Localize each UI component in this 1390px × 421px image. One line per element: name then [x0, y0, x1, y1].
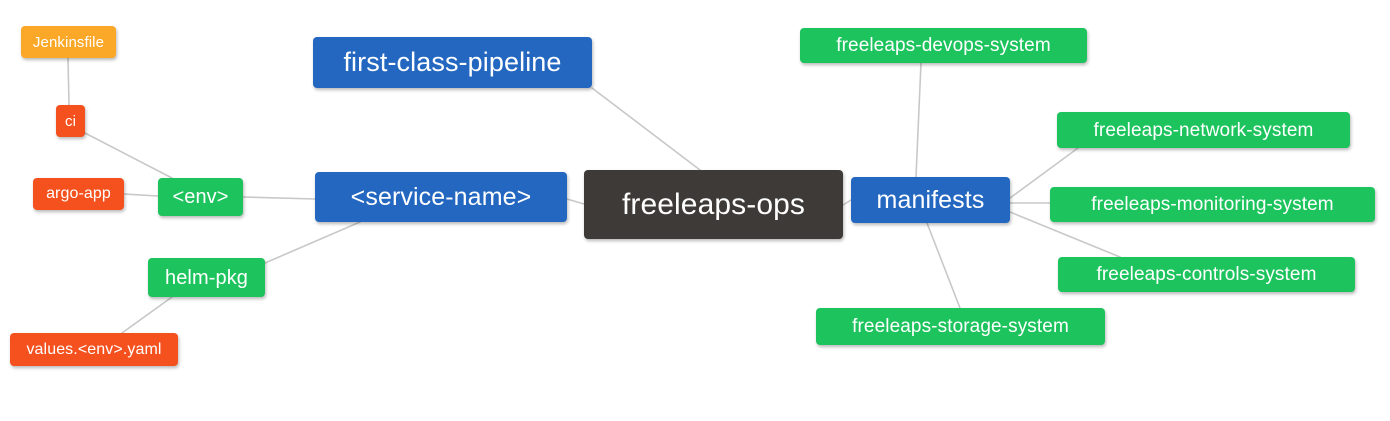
node-label-freeleaps-ops: freeleaps-ops [621, 187, 806, 221]
edge-jenkinsfile-to-ci [67, 57, 70, 106]
node-helm-pkg[interactable]: helm-pkg [148, 258, 265, 297]
node-label-freeleaps-monitoring-system: freeleaps-monitoring-system [1091, 194, 1334, 215]
node-service-name[interactable]: <service-name> [315, 172, 567, 222]
edge-manifests-to-freeleaps-storage-system [926, 222, 961, 309]
node-freeleaps-controls-system[interactable]: freeleaps-controls-system [1058, 257, 1355, 292]
node-label-values-env-yaml: values.<env>.yaml [26, 340, 162, 358]
edge-freeleaps-ops-to-manifests [842, 199, 852, 206]
node-label-freeleaps-network-system: freeleaps-network-system [1093, 119, 1314, 141]
node-argo-app[interactable]: argo-app [33, 178, 124, 210]
node-label-argo-app: argo-app [46, 185, 111, 202]
node-freeleaps-devops-system[interactable]: freeleaps-devops-system [800, 28, 1087, 63]
node-label-service-name: <service-name> [350, 182, 532, 211]
node-label-first-class-pipeline: first-class-pipeline [343, 47, 562, 77]
edge-argo-app-to-env [123, 193, 159, 197]
node-label-jenkinsfile: Jenkinsfile [32, 33, 105, 51]
edge-helm-pkg-to-values-env-yaml [121, 296, 173, 334]
node-label-manifests: manifests [876, 185, 985, 214]
edge-manifests-to-freeleaps-devops-system [915, 62, 922, 178]
node-values-env-yaml[interactable]: values.<env>.yaml [10, 333, 178, 366]
edge-env-to-service-name [242, 196, 316, 200]
node-freeleaps-storage-system[interactable]: freeleaps-storage-system [816, 308, 1105, 345]
edge-first-class-pipeline-to-freeleaps-ops [591, 87, 701, 171]
edge-service-name-to-freeleaps-ops [566, 198, 585, 205]
node-freeleaps-network-system[interactable]: freeleaps-network-system [1057, 112, 1350, 148]
node-ci[interactable]: ci [56, 105, 85, 137]
node-manifests[interactable]: manifests [851, 177, 1010, 223]
node-label-freeleaps-storage-system: freeleaps-storage-system [852, 316, 1069, 337]
node-label-helm-pkg: helm-pkg [164, 266, 249, 289]
node-first-class-pipeline[interactable]: first-class-pipeline [313, 37, 592, 88]
node-freeleaps-monitoring-system[interactable]: freeleaps-monitoring-system [1050, 187, 1375, 222]
node-freeleaps-ops[interactable]: freeleaps-ops [584, 170, 843, 239]
edge-ci-to-env [84, 132, 173, 179]
node-label-freeleaps-controls-system: freeleaps-controls-system [1096, 264, 1317, 285]
node-env[interactable]: <env> [158, 178, 243, 216]
node-jenkinsfile[interactable]: Jenkinsfile [21, 26, 116, 58]
node-label-env: <env> [172, 186, 229, 208]
node-label-ci: ci [64, 112, 77, 130]
edge-service-name-to-helm-pkg [264, 221, 361, 264]
node-label-freeleaps-devops-system: freeleaps-devops-system [836, 35, 1051, 56]
